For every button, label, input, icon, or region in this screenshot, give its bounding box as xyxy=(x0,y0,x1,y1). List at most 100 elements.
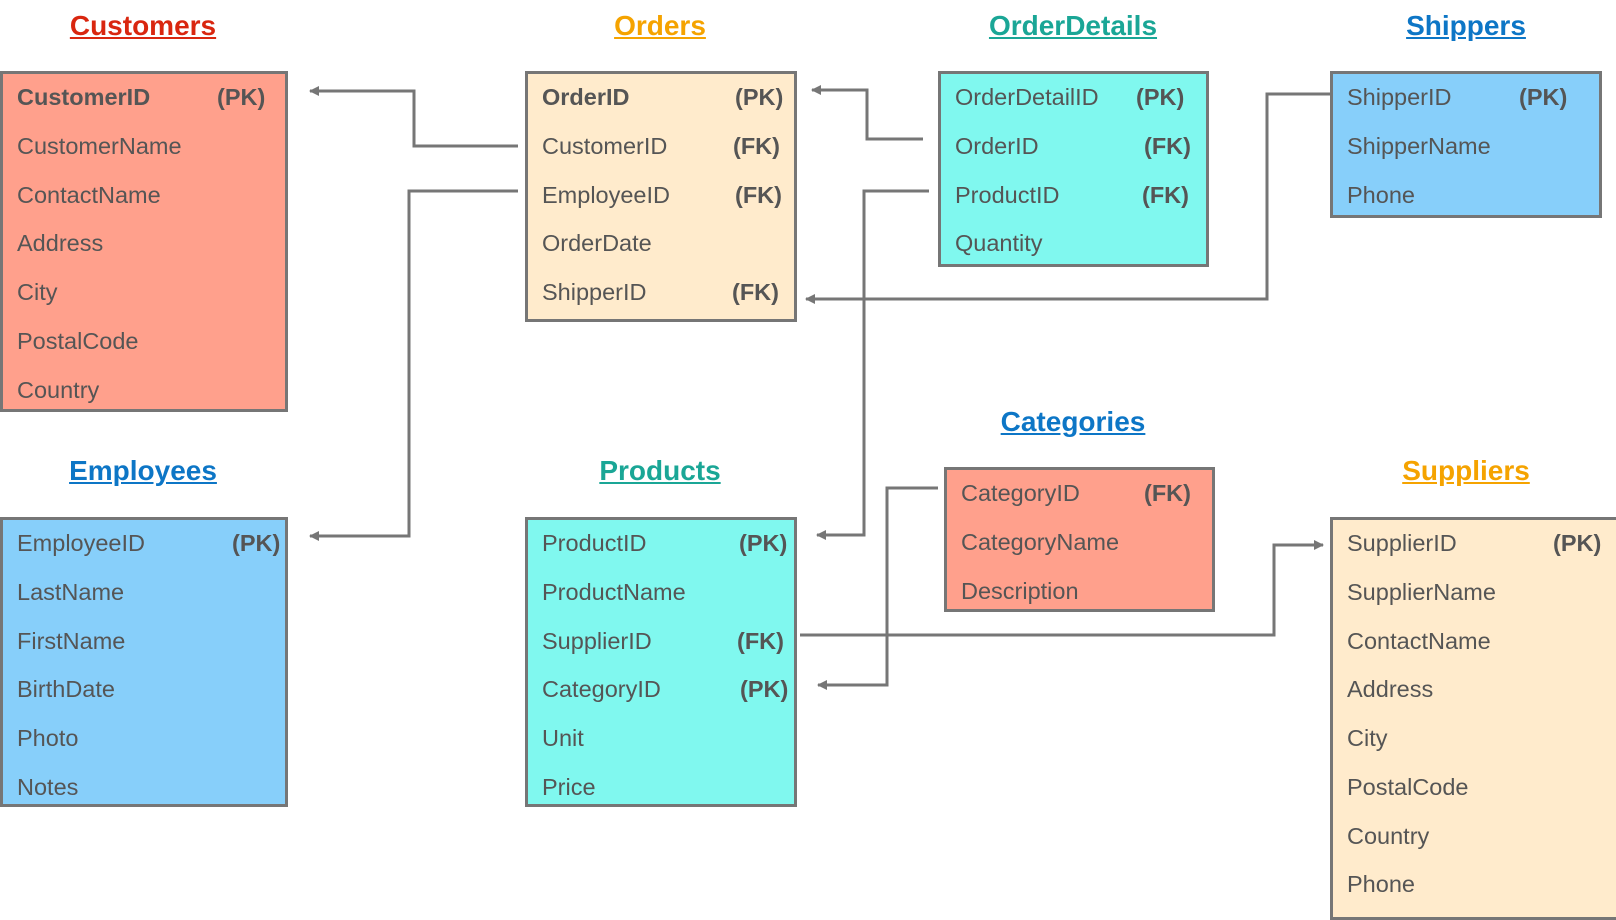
field-name: OrderID xyxy=(542,84,630,110)
field-name: Country xyxy=(17,377,100,403)
table-row: CustomerID (PK) xyxy=(17,77,277,117)
table-row: Photo xyxy=(17,718,277,758)
table-row: Address xyxy=(1347,669,1608,709)
table-row: CustomerName xyxy=(17,126,277,166)
key-badge: (PK) xyxy=(1519,84,1568,110)
key-badge: (FK) xyxy=(737,628,784,654)
field-name: Phone xyxy=(1347,871,1415,897)
field-name: CategoryID xyxy=(542,676,661,702)
field-name: ProductID xyxy=(542,530,647,556)
table-row: Country xyxy=(1347,816,1608,856)
table-title-orders: Orders xyxy=(614,10,706,41)
table-row: City xyxy=(1347,718,1608,758)
field-name: Quantity xyxy=(955,230,1043,256)
field-name: ProductName xyxy=(542,579,686,605)
field-name: ContactName xyxy=(17,182,161,208)
key-badge: (PK) xyxy=(740,676,789,702)
key-badge: (FK) xyxy=(735,182,782,208)
field-name: OrderDetailID xyxy=(955,84,1099,110)
table-row: ProductName xyxy=(542,572,786,612)
table-row: City xyxy=(17,272,277,312)
connector-orders-employee-to-employees xyxy=(309,189,518,541)
orderdetails-table: OrderDetailID (PK) OrderID (FK) ProductI… xyxy=(938,71,1209,267)
table-row: ProductID (FK) xyxy=(955,175,1198,215)
table-row: OrderID (FK) xyxy=(955,126,1198,166)
field-name: CustomerName xyxy=(17,133,182,159)
table-row: Price xyxy=(542,767,786,807)
key-badge: (PK) xyxy=(232,530,281,556)
products-table: ProductID (PK) ProductName SupplierID (F… xyxy=(525,517,797,807)
table-title-products: Products xyxy=(599,455,721,486)
table-title-orderdetails: OrderDetails xyxy=(988,10,1158,41)
table-row: Unit xyxy=(542,718,786,758)
table-title-shippers: Shippers xyxy=(1406,10,1526,41)
connector-orders-customer-to-customers xyxy=(309,86,518,148)
table-row: CustomerID (FK) xyxy=(542,126,786,166)
field-name: Country xyxy=(1347,823,1430,849)
table-title-suppliers: Suppliers xyxy=(1402,455,1530,486)
field-name: CustomerID xyxy=(542,133,668,159)
suppliers-table: SupplierID (PK) SupplierName ContactName… xyxy=(1330,517,1616,920)
table-row: Country xyxy=(17,370,277,410)
table-row: SupplierID (PK) xyxy=(1347,523,1608,563)
table-row: FirstName xyxy=(17,621,277,661)
field-name: Address xyxy=(1347,676,1434,702)
field-name: City xyxy=(1347,725,1388,751)
table-row: Address xyxy=(17,223,277,263)
table-row: PostalCode xyxy=(1347,767,1608,807)
table-row: ShipperName xyxy=(1347,126,1591,166)
customers-table: CustomerID (PK) CustomerName ContactName… xyxy=(0,71,288,412)
connector-orderdetails-order-to-orders xyxy=(811,85,923,141)
field-name: Address xyxy=(17,230,104,256)
field-name: EmployeeID xyxy=(542,182,670,208)
table-row: CategoryID (FK) xyxy=(961,473,1204,513)
key-badge: (FK) xyxy=(732,279,779,305)
field-name: SupplierID xyxy=(542,628,652,654)
table-row: OrderDetailID (PK) xyxy=(955,77,1198,117)
connector-orderdetails-product-to-products xyxy=(816,189,929,540)
table-row: Notes xyxy=(17,767,277,807)
field-name: ShipperName xyxy=(1347,133,1491,159)
table-row: CategoryID (PK) xyxy=(542,669,789,709)
table-row: ContactName xyxy=(1347,621,1608,661)
table-title-customers: Customers xyxy=(69,10,217,41)
field-name: OrderID xyxy=(955,133,1039,159)
key-badge: (PK) xyxy=(735,84,784,110)
field-name: Photo xyxy=(17,725,79,751)
table-row: Phone xyxy=(1347,864,1608,904)
field-name: ProductID xyxy=(955,182,1060,208)
field-name: CustomerID xyxy=(17,84,151,110)
key-badge: (PK) xyxy=(217,84,266,110)
field-name: Description xyxy=(961,578,1079,604)
table-row: SupplierID (FK) xyxy=(542,621,786,661)
field-name: City xyxy=(17,279,58,305)
field-name: Phone xyxy=(1347,182,1415,208)
key-badge: (PK) xyxy=(739,530,788,556)
table-row: CategoryName xyxy=(961,522,1204,562)
table-row: Description xyxy=(961,571,1204,611)
table-row: BirthDate xyxy=(17,669,277,709)
table-title-employees: Employees xyxy=(69,455,217,486)
field-name: Unit xyxy=(542,725,584,751)
field-name: ShipperID xyxy=(1347,84,1452,110)
table-title-categories: Categories xyxy=(1000,406,1146,437)
table-row: Phone xyxy=(1347,175,1591,215)
table-row: EmployeeID (FK) xyxy=(542,175,786,215)
table-row: EmployeeID (PK) xyxy=(17,523,281,563)
table-row: PostalCode xyxy=(17,321,277,361)
key-badge: (FK) xyxy=(1144,480,1191,506)
table-row: OrderDate xyxy=(542,223,786,263)
field-name: CategoryName xyxy=(961,529,1120,555)
key-badge: (PK) xyxy=(1553,530,1602,556)
field-name: PostalCode xyxy=(17,328,139,354)
key-badge: (FK) xyxy=(1142,182,1189,208)
field-name: ContactName xyxy=(1347,628,1491,654)
table-row: SupplierName xyxy=(1347,572,1608,612)
table-row: OrderID (PK) xyxy=(542,77,786,117)
employees-table: EmployeeID (PK) LastName FirstName Birth… xyxy=(0,517,288,807)
field-name: ShipperID xyxy=(542,279,647,305)
field-name: EmployeeID xyxy=(17,530,145,556)
connector-categories-to-products xyxy=(817,486,938,690)
field-name: OrderDate xyxy=(542,230,652,256)
key-badge: (FK) xyxy=(733,133,780,159)
